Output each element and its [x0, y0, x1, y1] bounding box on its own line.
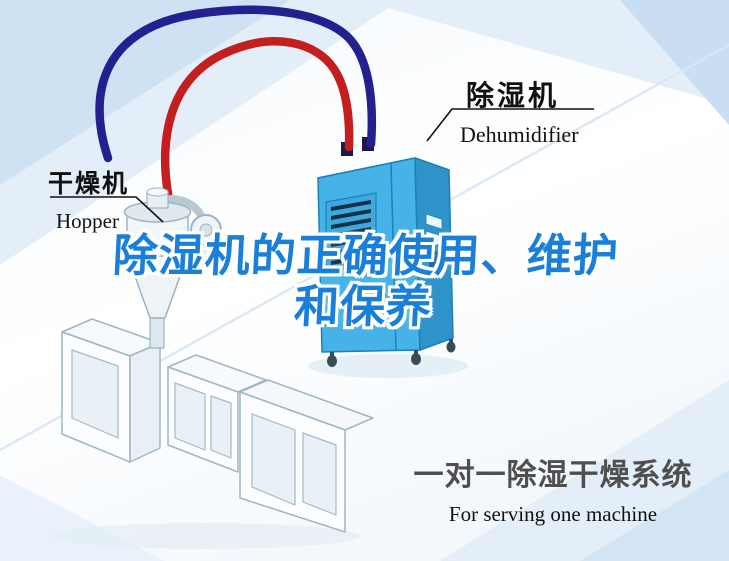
- dehumidifier-label-en: Dehumidifier: [460, 122, 579, 147]
- cabinet-door-seam: [390, 162, 397, 351]
- hopper-shadow: [50, 523, 360, 549]
- blower-base: [198, 244, 214, 259]
- label-pointer-lines: [50, 108, 594, 223]
- drive-unit-panel: [71, 349, 119, 439]
- vent-grille: [325, 192, 377, 273]
- mid-unit-panel-2: [210, 395, 232, 459]
- title-line-2: 和保养: [292, 280, 434, 334]
- funnel-cap-top: [146, 187, 169, 197]
- caption-cn: 一对一除湿干燥系统: [413, 458, 693, 493]
- dehumidifier-label-cn: 除湿机: [466, 79, 560, 112]
- hopper-machine: [61, 187, 374, 533]
- caption-en: For serving one machine: [448, 502, 658, 526]
- navy-return-pipe: [95, 5, 377, 163]
- main-title: 除湿机的正确使用、维护 和保养: [0, 229, 729, 334]
- end-unit-panel-1: [251, 413, 296, 506]
- hopper-label-cn: 干燥机: [48, 169, 130, 198]
- caption: 一对一除湿干燥系统 For serving one machine: [408, 450, 698, 527]
- end-unit-panel-2: [302, 432, 337, 516]
- dehumidifier-label: 除湿机 Dehumidifier: [460, 74, 579, 148]
- dehumidifier-shadow: [308, 354, 468, 378]
- hopper-label-en: Hopper: [56, 209, 119, 233]
- mid-unit-panel-1: [174, 382, 206, 451]
- dehumidifier-machine: [317, 137, 456, 367]
- red-supply-pipe: [160, 37, 354, 226]
- caster-wheels: [327, 339, 456, 367]
- control-panel: [425, 213, 443, 273]
- blower-hub: [199, 223, 213, 237]
- title-line-1: 除湿机的正确使用、维护: [111, 229, 621, 282]
- hopper-label: 干燥机 Hopper: [48, 164, 129, 234]
- dehumidifier-label-line: [426, 108, 594, 142]
- cabinet-door-handle: [397, 250, 401, 265]
- hopper-funnel: [123, 187, 222, 349]
- drive-unit-side: [129, 342, 161, 463]
- hopper-label-line: [50, 196, 164, 223]
- pipes: [95, 5, 377, 226]
